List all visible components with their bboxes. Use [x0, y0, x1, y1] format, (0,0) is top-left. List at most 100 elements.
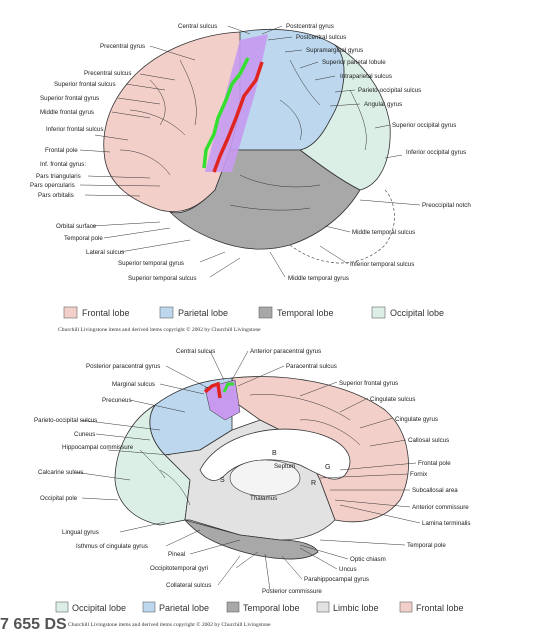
- lateral-brain: Central sulcus Postcentral gyrus Postcen…: [30, 23, 471, 282]
- label-middle-temporal-sulcus: Middle temporal sulcus: [352, 229, 415, 236]
- postcentral-line: [212, 61, 264, 173]
- label-supramarginal-gyrus: Supramarginal gyrus: [306, 47, 363, 54]
- inner-label-s: S: [220, 477, 225, 484]
- label-superior-parietal-lobule: Superior parietal lobule: [322, 59, 386, 66]
- legend2-label-parietal: Parietal lobe: [159, 603, 209, 613]
- label-m-posterior-paracentral-gyrus: Posterior paracentral gyrus: [86, 363, 160, 370]
- label-pars-triangularis: Pars triangularis: [36, 173, 81, 180]
- label-m-marginal-sulcus: Marginal sulcus: [112, 381, 155, 388]
- lateral-temporal-lobe: [168, 149, 361, 250]
- label-m-lingual-gyrus: Lingual gyrus: [62, 529, 99, 536]
- label-superior-temporal-gyrus: Superior temporal gyrus: [118, 260, 184, 267]
- label-m-uncus: Uncus: [339, 566, 357, 573]
- lateral-leader-lines: [79, 25, 421, 278]
- legend2-swatch-limbic: [316, 601, 330, 613]
- label-precentral-gyrus: Precentral gyrus: [100, 43, 145, 50]
- label-m-cuneus: Cuneus: [74, 431, 95, 438]
- copyright-caption-top: Churchill Livingstone items and derived …: [58, 326, 261, 333]
- label-m-isthmus: Isthmus of cingulate gyrus: [76, 543, 148, 550]
- label-m-cingulate-gyrus: Cingulate gyrus: [395, 416, 438, 423]
- label-orbital-surface: Orbital surface: [56, 223, 97, 230]
- label-inferior-temporal-sulcus: Inferior temporal sulcus: [350, 261, 414, 268]
- inner-label-thalamus: Thalamus: [250, 495, 277, 502]
- label-m-collateral-sulcus: Collateral sulcus: [166, 582, 211, 589]
- label-central-sulcus: Central sulcus: [178, 23, 217, 30]
- medial-occipital-lobe: [114, 404, 191, 526]
- lateral-sulci: [119, 59, 367, 211]
- label-superior-frontal-gyrus: Superior frontal gyrus: [40, 95, 99, 102]
- label-m-superior-frontal-gyrus: Superior frontal gyrus: [339, 380, 398, 387]
- legend-lateral: Frontal lobe Parietal lobe Temporal lobe…: [63, 306, 444, 319]
- label-postcentral-gyrus: Postcentral gyrus: [286, 23, 334, 30]
- legend-label-occipital: Occipital lobe: [390, 308, 444, 318]
- label-m-parahippocampal-gyrus: Parahippocampal gyrus: [304, 576, 369, 583]
- label-m-paracentral-sulcus: Paracentral sulcus: [286, 363, 337, 370]
- cerebellum-outline: [289, 189, 395, 264]
- label-inferior-occipital-gyrus: Inferior occipital gyrus: [406, 149, 466, 156]
- label-m-parieto-occipital-sulcus: Parieto-occipital sulcus: [34, 417, 97, 424]
- label-m-lamina-terminalis: Lamina terminalis: [422, 520, 471, 527]
- label-m-occipital-pole: Occipital pole: [40, 495, 78, 502]
- legend-swatch-parietal: [159, 306, 174, 319]
- legend2-swatch-temporal: [226, 601, 240, 613]
- legend-medial: Occipital lobe Parietal lobe Temporal lo…: [55, 601, 464, 613]
- legend2-swatch-frontal: [399, 601, 413, 613]
- legend2-label-temporal: Temporal lobe: [243, 603, 300, 613]
- precentral-line: [202, 57, 250, 169]
- label-inf-frontal-gyrus: Inf. frontal gyrus:: [40, 161, 86, 168]
- label-m-hippocampal-commissure: Hippocampal commissure: [62, 444, 134, 451]
- legend-label-parietal: Parietal lobe: [178, 308, 228, 318]
- legend2-label-frontal: Frontal lobe: [416, 603, 464, 613]
- label-superior-occipital-gyrus: Superior occipital gyrus: [392, 122, 456, 129]
- label-superior-temporal-sulcus: Superior temporal sulcus: [128, 275, 196, 282]
- legend2-label-occipital: Occipital lobe: [72, 603, 126, 613]
- label-precentral-sulcus: Precentral sulcus: [84, 70, 131, 77]
- label-temporal-pole: Temporal pole: [64, 235, 103, 242]
- paracentral-highlight: [204, 379, 241, 421]
- label-m-fornix: Fornix: [410, 471, 428, 478]
- label-m-pineal: Pineal: [168, 551, 185, 558]
- corpus-callosum: [199, 428, 351, 481]
- label-m-central-sulcus: Central sulcus: [176, 348, 215, 355]
- medial-leader-lines: [73, 350, 421, 591]
- label-pars-orbitalis: Pars orbitalis: [38, 192, 74, 199]
- thalamus-region: [229, 459, 301, 497]
- label-m-subcallosal-area: Subcallosal area: [412, 487, 458, 494]
- legend2-label-limbic: Limbic lobe: [333, 603, 379, 613]
- label-m-occipitotemporal-gyri: Occipitotemporal gyri: [150, 565, 208, 572]
- motor-strip-highlight: [205, 34, 268, 172]
- label-parieto-occipital-sulcus: Parieto-occipital sulcus: [358, 87, 421, 94]
- inner-label-g: G: [325, 464, 330, 471]
- label-preoccipital-notch: Preoccipital notch: [422, 202, 471, 209]
- inner-label-septum: Septum: [274, 463, 295, 470]
- label-m-anterior-commissure: Anterior commissure: [412, 504, 469, 511]
- legend2-swatch-occipital: [55, 601, 69, 613]
- label-inferior-frontal-sulcus: Inferior frontal sulcus: [46, 126, 103, 133]
- legend2-swatch-parietal: [142, 601, 156, 613]
- label-m-temporal-pole: Temporal pole: [407, 542, 446, 549]
- label-lateral-sulcus: Lateral sulcus: [86, 249, 124, 256]
- overlay-text: 7 655 DS: [0, 616, 67, 633]
- inner-label-r: R: [311, 480, 316, 487]
- label-m-cingulate-sulcus: Cingulate sulcus: [370, 396, 415, 403]
- label-postcentral-sulcus: Postcentral sulcus: [296, 34, 346, 41]
- label-middle-temporal-gyrus: Middle temporal gyrus: [288, 275, 349, 282]
- label-m-callosal-sulcus: Callosal sulcus: [408, 437, 449, 444]
- label-m-precuneus: Precuneus: [102, 397, 132, 404]
- label-intraparietal-sulcus: Intraparietal sulcus: [340, 73, 392, 80]
- legend-label-temporal: Temporal lobe: [277, 308, 334, 318]
- medial-sulci: [139, 394, 361, 506]
- label-m-anterior-paracentral-gyrus: Anterior paracentral gyrus: [250, 348, 321, 355]
- label-m-posterior-commissure: Posterior commissure: [262, 588, 322, 595]
- label-middle-frontal-gyrus: Middle frontal gyrus: [40, 109, 94, 116]
- label-angular-gyrus: Angular gyrus: [364, 101, 402, 108]
- medial-red-line: [203, 381, 222, 399]
- label-pars-opercularis: Pars opercularis: [30, 182, 75, 189]
- legend-label-frontal: Frontal lobe: [82, 308, 130, 318]
- medial-brain: B G S R Septum Thalamus Central sulcus A…: [34, 348, 471, 595]
- legend-swatch-occipital: [371, 306, 386, 319]
- label-frontal-pole: Frontal pole: [45, 147, 78, 154]
- label-superior-frontal-sulcus: Superior frontal sulcus: [54, 81, 116, 88]
- medial-temporal-lobe: [183, 519, 319, 560]
